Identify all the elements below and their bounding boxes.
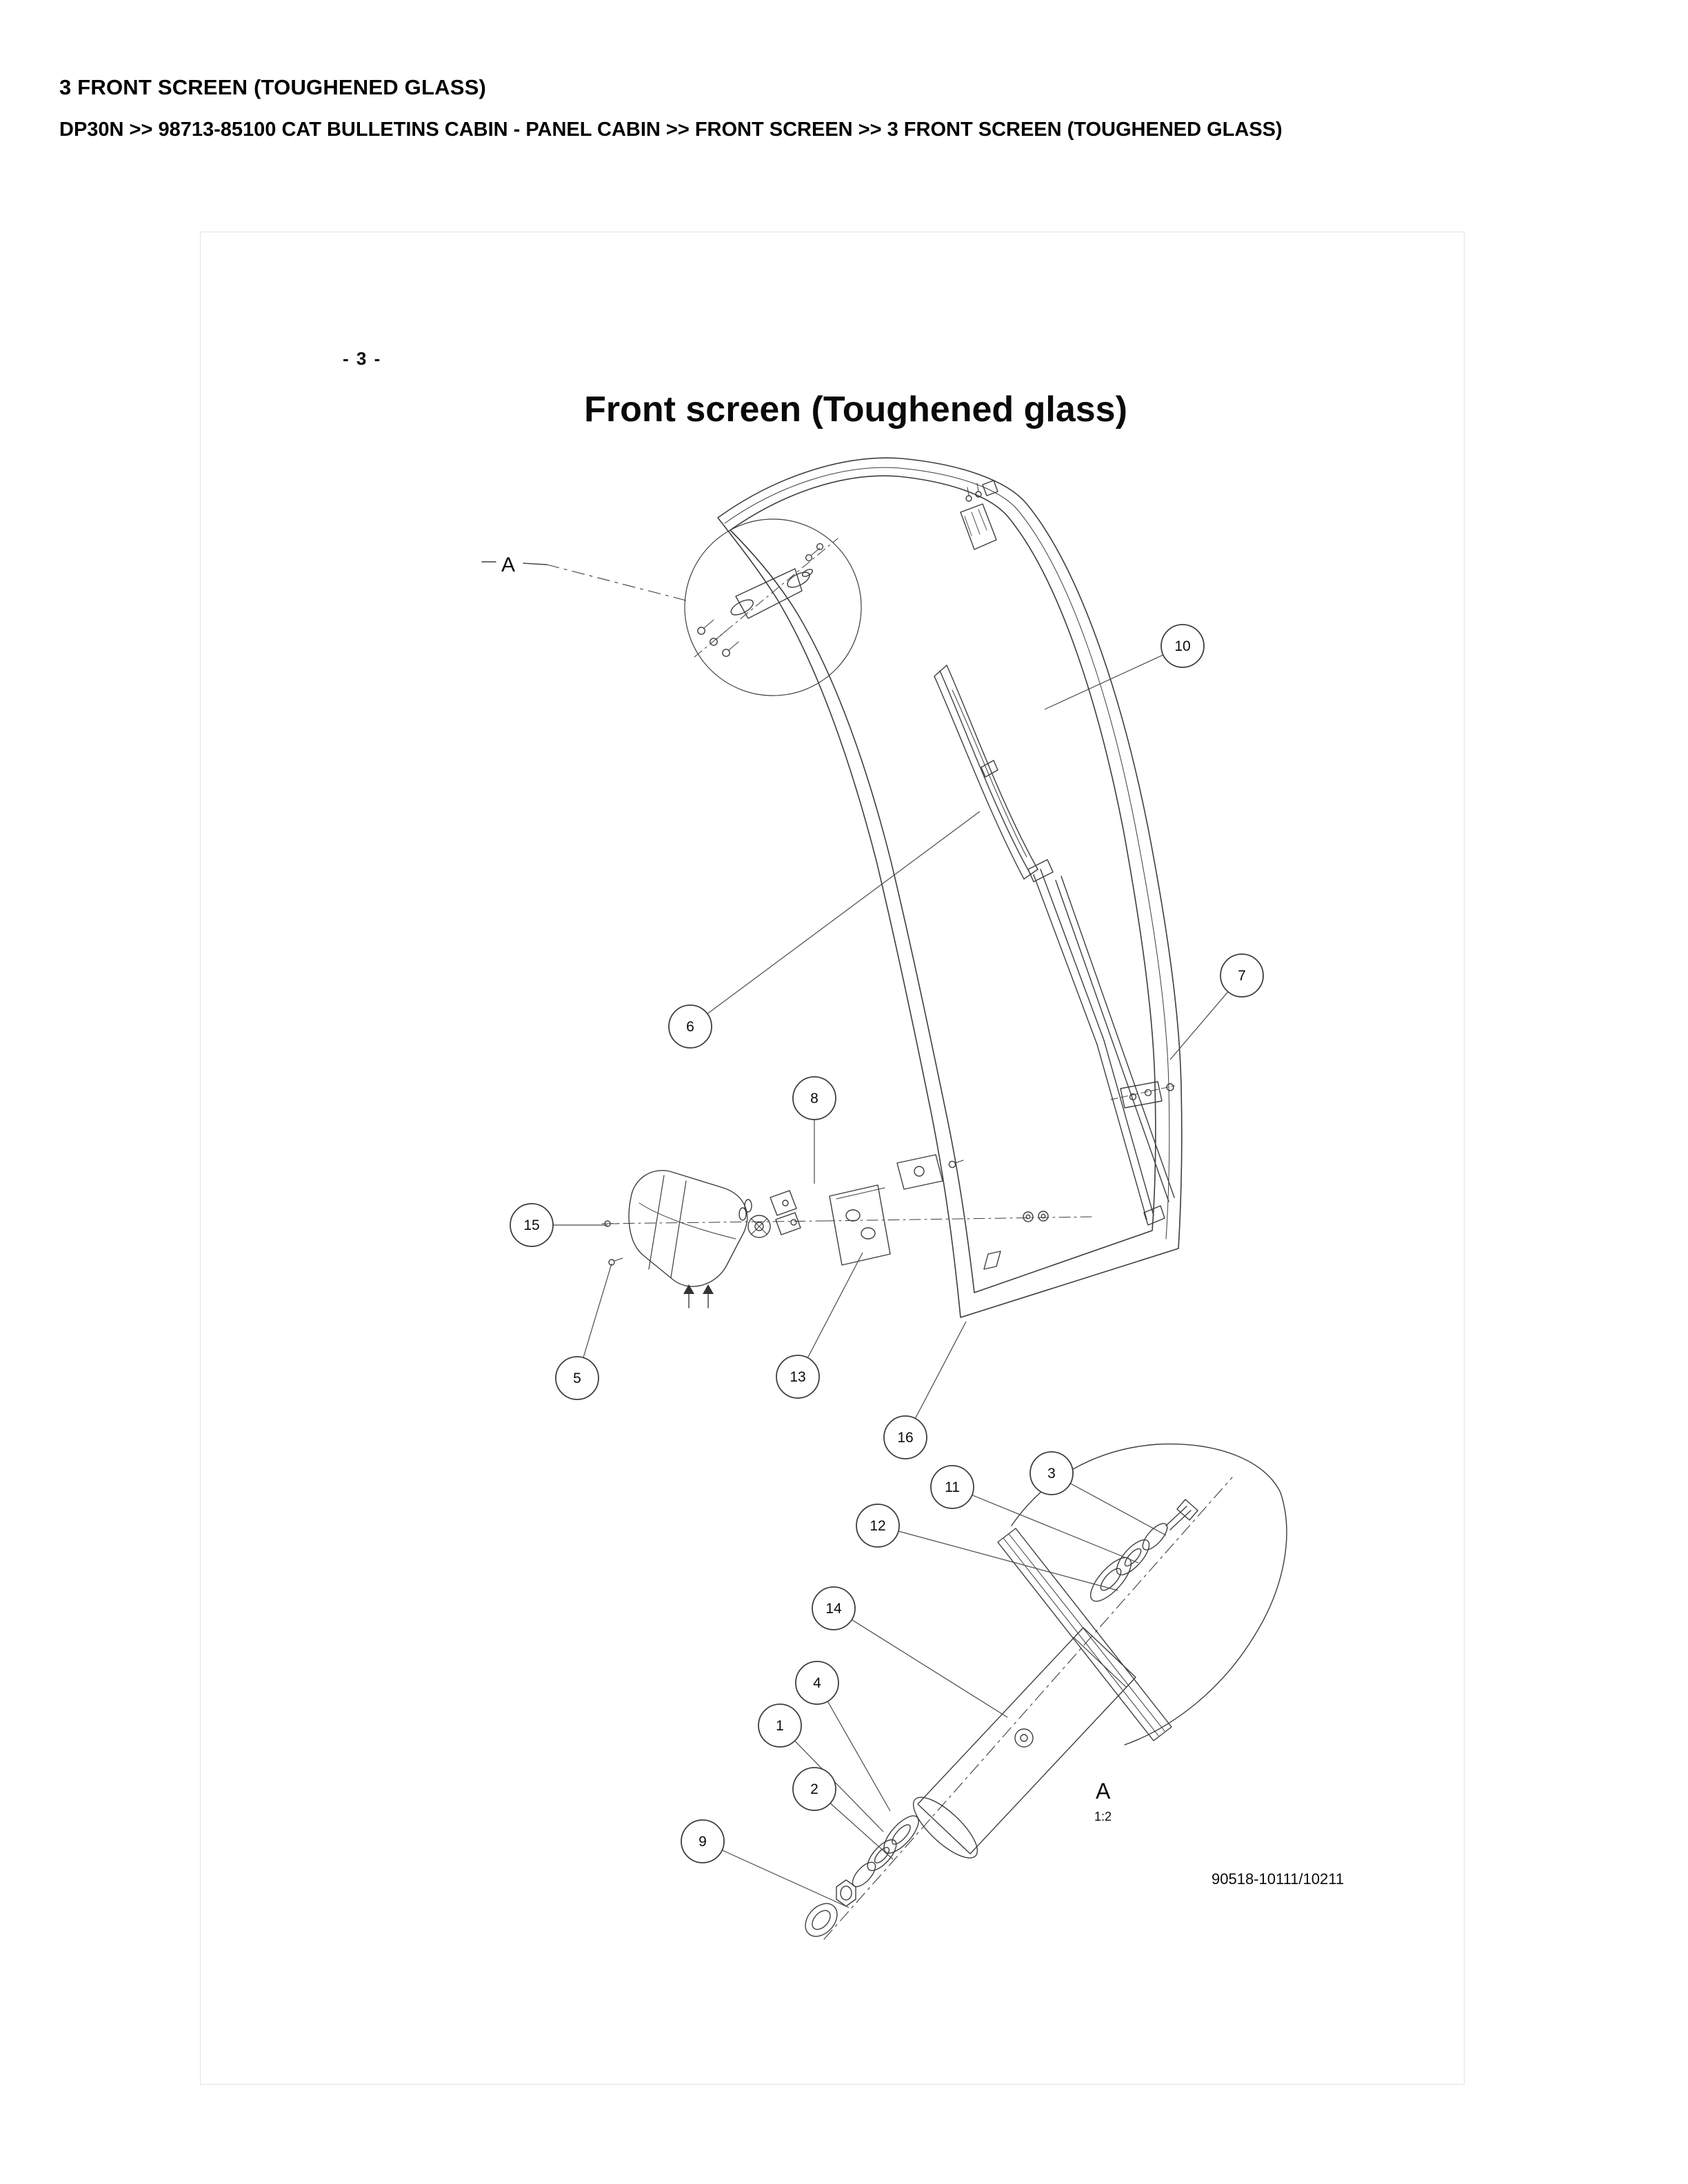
callout-3[interactable]: 3 <box>1029 1451 1074 1495</box>
callout-number: 8 <box>810 1091 818 1106</box>
callout-number: 10 <box>1174 638 1190 654</box>
callout-1[interactable]: 1 <box>758 1703 802 1748</box>
callout-leader-12 <box>877 1525 1118 1591</box>
wiper-assembly <box>934 665 1175 1226</box>
callout-number: 12 <box>870 1518 885 1534</box>
callout-leader-11 <box>952 1486 1139 1564</box>
top-bracket-part <box>960 480 998 550</box>
callout-number: 4 <box>813 1675 821 1691</box>
hinge-cluster <box>601 1154 1095 1308</box>
detail-circle-a <box>481 518 862 696</box>
page-title: 3 FRONT SCREEN (TOUGHENED GLASS) <box>59 74 486 99</box>
callout-13[interactable]: 13 <box>776 1355 820 1399</box>
callout-leader-6 <box>690 811 981 1027</box>
callout-15[interactable]: 15 <box>510 1203 554 1247</box>
callout-number: 11 <box>945 1479 960 1495</box>
scale-marker-label: A <box>1096 1779 1111 1803</box>
callout-10[interactable]: 10 <box>1160 624 1205 668</box>
callout-number: 1 <box>776 1718 784 1734</box>
drawing-sheet: - 3 - Front screen (Toughened glass) A A… <box>200 232 1465 2085</box>
page-number: - 3 - <box>343 348 381 369</box>
detail-marker-label: A <box>501 554 515 576</box>
callout-2[interactable]: 2 <box>792 1767 836 1811</box>
callout-number: 14 <box>825 1601 842 1617</box>
callout-number: 13 <box>790 1369 805 1385</box>
callout-7[interactable]: 7 <box>1220 953 1264 998</box>
callout-number: 6 <box>686 1019 694 1035</box>
callout-leader-10 <box>1044 645 1183 710</box>
callout-9[interactable]: 9 <box>681 1819 725 1863</box>
breadcrumb[interactable]: DP30N >> 98713-85100 CAT BULLETINS CABIN… <box>59 119 1283 141</box>
callout-number: 3 <box>1047 1466 1056 1482</box>
callout-leader-13 <box>797 1252 863 1377</box>
windshield-outline <box>717 457 1183 1318</box>
callout-16[interactable]: 16 <box>883 1415 927 1459</box>
wiper-motor-assembly <box>805 1443 1287 1940</box>
callout-14[interactable]: 14 <box>812 1586 856 1630</box>
callout-8[interactable]: 8 <box>792 1076 836 1120</box>
callout-leader-9 <box>702 1841 850 1908</box>
callout-6[interactable]: 6 <box>668 1004 712 1049</box>
callout-leader-14 <box>833 1608 1008 1718</box>
side-hinge-part <box>1110 1081 1175 1109</box>
callout-number: 7 <box>1238 968 1246 984</box>
drawing-number: 90518-10111/10211 <box>1212 1870 1344 1888</box>
callout-number: 16 <box>897 1430 913 1446</box>
callout-leader-4 <box>816 1682 891 1812</box>
callout-4[interactable]: 4 <box>795 1661 839 1705</box>
callout-number: 5 <box>573 1371 581 1386</box>
scale-value: 1:2 <box>1094 1810 1112 1823</box>
callout-12[interactable]: 12 <box>856 1504 900 1548</box>
callout-number: 15 <box>523 1217 539 1233</box>
exploded-diagram: - 3 - Front screen (Toughened glass) A A… <box>343 348 1344 1940</box>
callout-5[interactable]: 5 <box>555 1356 599 1400</box>
figure-title: Front screen (Toughened glass) <box>584 390 1127 429</box>
callout-number: 2 <box>810 1781 818 1797</box>
callout-number: 9 <box>699 1834 707 1850</box>
callout-11[interactable]: 11 <box>930 1465 974 1509</box>
